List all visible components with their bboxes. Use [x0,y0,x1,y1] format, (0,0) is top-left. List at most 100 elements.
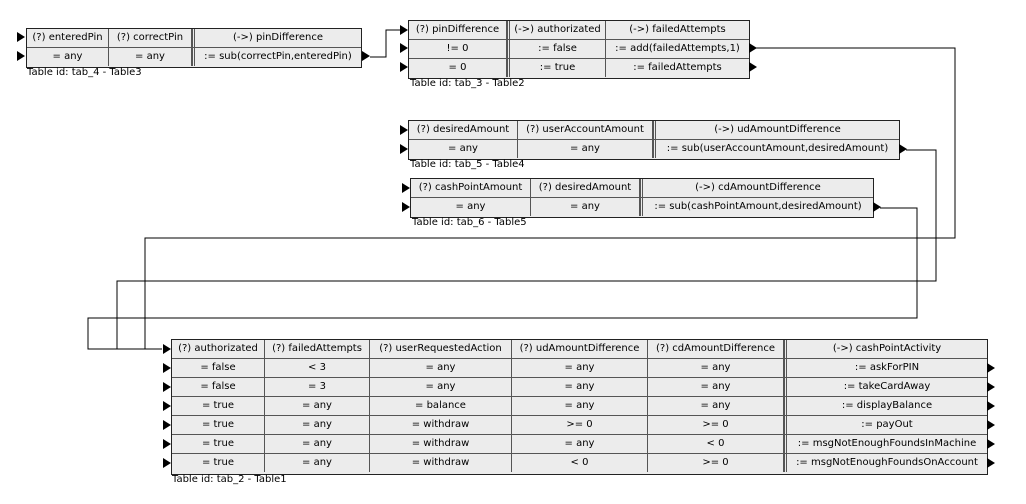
output-arrow-icon[interactable] [987,363,995,373]
input-arrow-icon[interactable] [17,32,25,42]
column-header: (->) pinDifference [192,29,361,47]
table-cell: >= 0 [648,454,784,472]
input-arrow-icon[interactable] [163,401,171,411]
table-row[interactable]: = false = 3 = any = any = any := takeCar… [172,378,987,397]
input-arrow-icon[interactable] [163,420,171,430]
table-cell: = any [512,378,648,396]
table-row[interactable]: = true = any = withdraw >= 0 >= 0 := pay… [172,416,987,435]
table-cell: := askForPIN [784,359,987,377]
table-row[interactable]: = any = any := sub(cashPointAmount,desir… [411,198,873,216]
output-arrow-icon[interactable] [362,51,370,61]
table-cell: = any [518,140,653,158]
decision-table-tab2: (?) authorizated (?) failedAttempts (?) … [171,339,988,475]
input-arrow-icon[interactable] [400,62,408,72]
column-header: (?) pinDifference [409,21,507,39]
input-arrow-icon[interactable] [400,25,408,35]
table-cell: < 3 [265,359,370,377]
table-row[interactable]: = true = any = withdraw = any < 0 := msg… [172,435,987,454]
output-arrow-icon[interactable] [987,382,995,392]
output-arrow-icon[interactable] [987,420,995,430]
table-cell: = any [109,48,192,66]
table-cell: = any [648,359,784,377]
column-header: (?) desiredAmount [531,179,640,197]
header-row: (?) pinDifference (->) authorizated (->)… [409,21,749,40]
table-cell: >= 0 [512,416,648,434]
table-cell: := sub(userAccountAmount,desiredAmount) [653,140,899,158]
header-row: (?) enteredPin (?) correctPin (->) pinDi… [27,29,361,48]
column-header: (?) cdAmountDifference [648,340,784,358]
output-arrow-icon[interactable] [899,144,907,154]
output-arrow-icon[interactable] [987,401,995,411]
table-cell: = false [172,359,265,377]
table-caption: Table id: tab_4 - Table3 [27,67,142,78]
decision-table-tab6: (?) cashPointAmount (?) desiredAmount (-… [410,178,874,218]
table-cell: = withdraw [370,435,512,453]
table-caption: Table id: tab_3 - Table2 [410,78,525,89]
table-cell: = balance [370,397,512,415]
table-cell: = any [411,198,531,216]
table-cell: := takeCardAway [784,378,987,396]
table-row[interactable]: = any = any := sub(userAccountAmount,des… [409,140,899,158]
output-arrow-icon[interactable] [987,458,995,468]
table-row[interactable]: = true = any = balance = any = any := di… [172,397,987,416]
table-cell: = withdraw [370,416,512,434]
input-arrow-icon[interactable] [163,382,171,392]
column-header: (?) userRequestedAction [370,340,512,358]
column-header: (->) authorizated [507,21,606,39]
input-arrow-icon[interactable] [17,51,25,61]
table-row[interactable]: = true = any = withdraw < 0 >= 0 := msgN… [172,454,987,472]
output-arrow-icon[interactable] [873,202,881,212]
table-cell: = withdraw [370,454,512,472]
table-caption: Table id: tab_6 - Table5 [412,217,527,228]
table-caption: Table id: tab_5 - Table4 [410,159,525,170]
input-arrow-icon[interactable] [163,458,171,468]
table-cell: = any [648,378,784,396]
column-header: (?) enteredPin [27,29,109,47]
connector-tab6-tab2 [87,207,918,350]
table-cell: := true [507,59,606,77]
table-cell: = any [531,198,640,216]
table-cell: = false [172,378,265,396]
table-row[interactable]: != 0 := false := add(failedAttempts,1) [409,40,749,59]
output-arrow-icon[interactable] [749,43,757,53]
table-row[interactable]: = 0 := true := failedAttempts [409,59,749,77]
decision-table-tab4: (?) enteredPin (?) correctPin (->) pinDi… [26,28,362,68]
column-header: (->) failedAttempts [629,24,726,35]
table-cell: := add(failedAttempts,1) [615,43,740,54]
column-header: (?) udAmountDifference [512,340,648,358]
table-cell: := sub(cashPointAmount,desiredAmount) [640,198,873,216]
column-header: (?) desiredAmount [409,121,518,139]
table-cell: = true [172,397,265,415]
table-cell: = any [265,454,370,472]
column-header: (?) authorizated [172,340,265,358]
output-arrow-icon[interactable] [749,62,757,72]
table-cell: = 3 [265,378,370,396]
table-cell: = any [370,359,512,377]
input-arrow-icon[interactable] [400,144,408,154]
table-cell: = any [27,48,109,66]
table-cell: = any [409,140,518,158]
input-arrow-icon[interactable] [163,439,171,449]
table-cell: = 0 [409,59,507,77]
decision-table-tab3: (?) pinDifference (->) authorizated (->)… [408,20,750,79]
input-arrow-icon[interactable] [400,125,408,135]
connector-tab4-tab3 [370,29,400,58]
output-arrow-icon[interactable] [987,439,995,449]
table-cell: := failedAttempts [633,62,722,73]
table-row[interactable]: = false < 3 = any = any = any := askForP… [172,359,987,378]
table-cell: = true [172,435,265,453]
input-arrow-icon[interactable] [400,43,408,53]
table-cell: := false [507,40,606,58]
input-arrow-icon[interactable] [163,344,171,354]
table-row[interactable]: = any = any := sub(correctPin,enteredPin… [27,48,361,66]
input-arrow-icon[interactable] [402,183,410,193]
table-cell: < 0 [648,435,784,453]
table-caption: Table id: tab_2 - Table1 [172,474,287,485]
input-arrow-icon[interactable] [163,363,171,373]
input-arrow-icon[interactable] [402,202,410,212]
column-header: (?) failedAttempts [265,340,370,358]
table-cell: >= 0 [648,416,784,434]
table-cell: = any [265,435,370,453]
table-cell: = true [172,454,265,472]
